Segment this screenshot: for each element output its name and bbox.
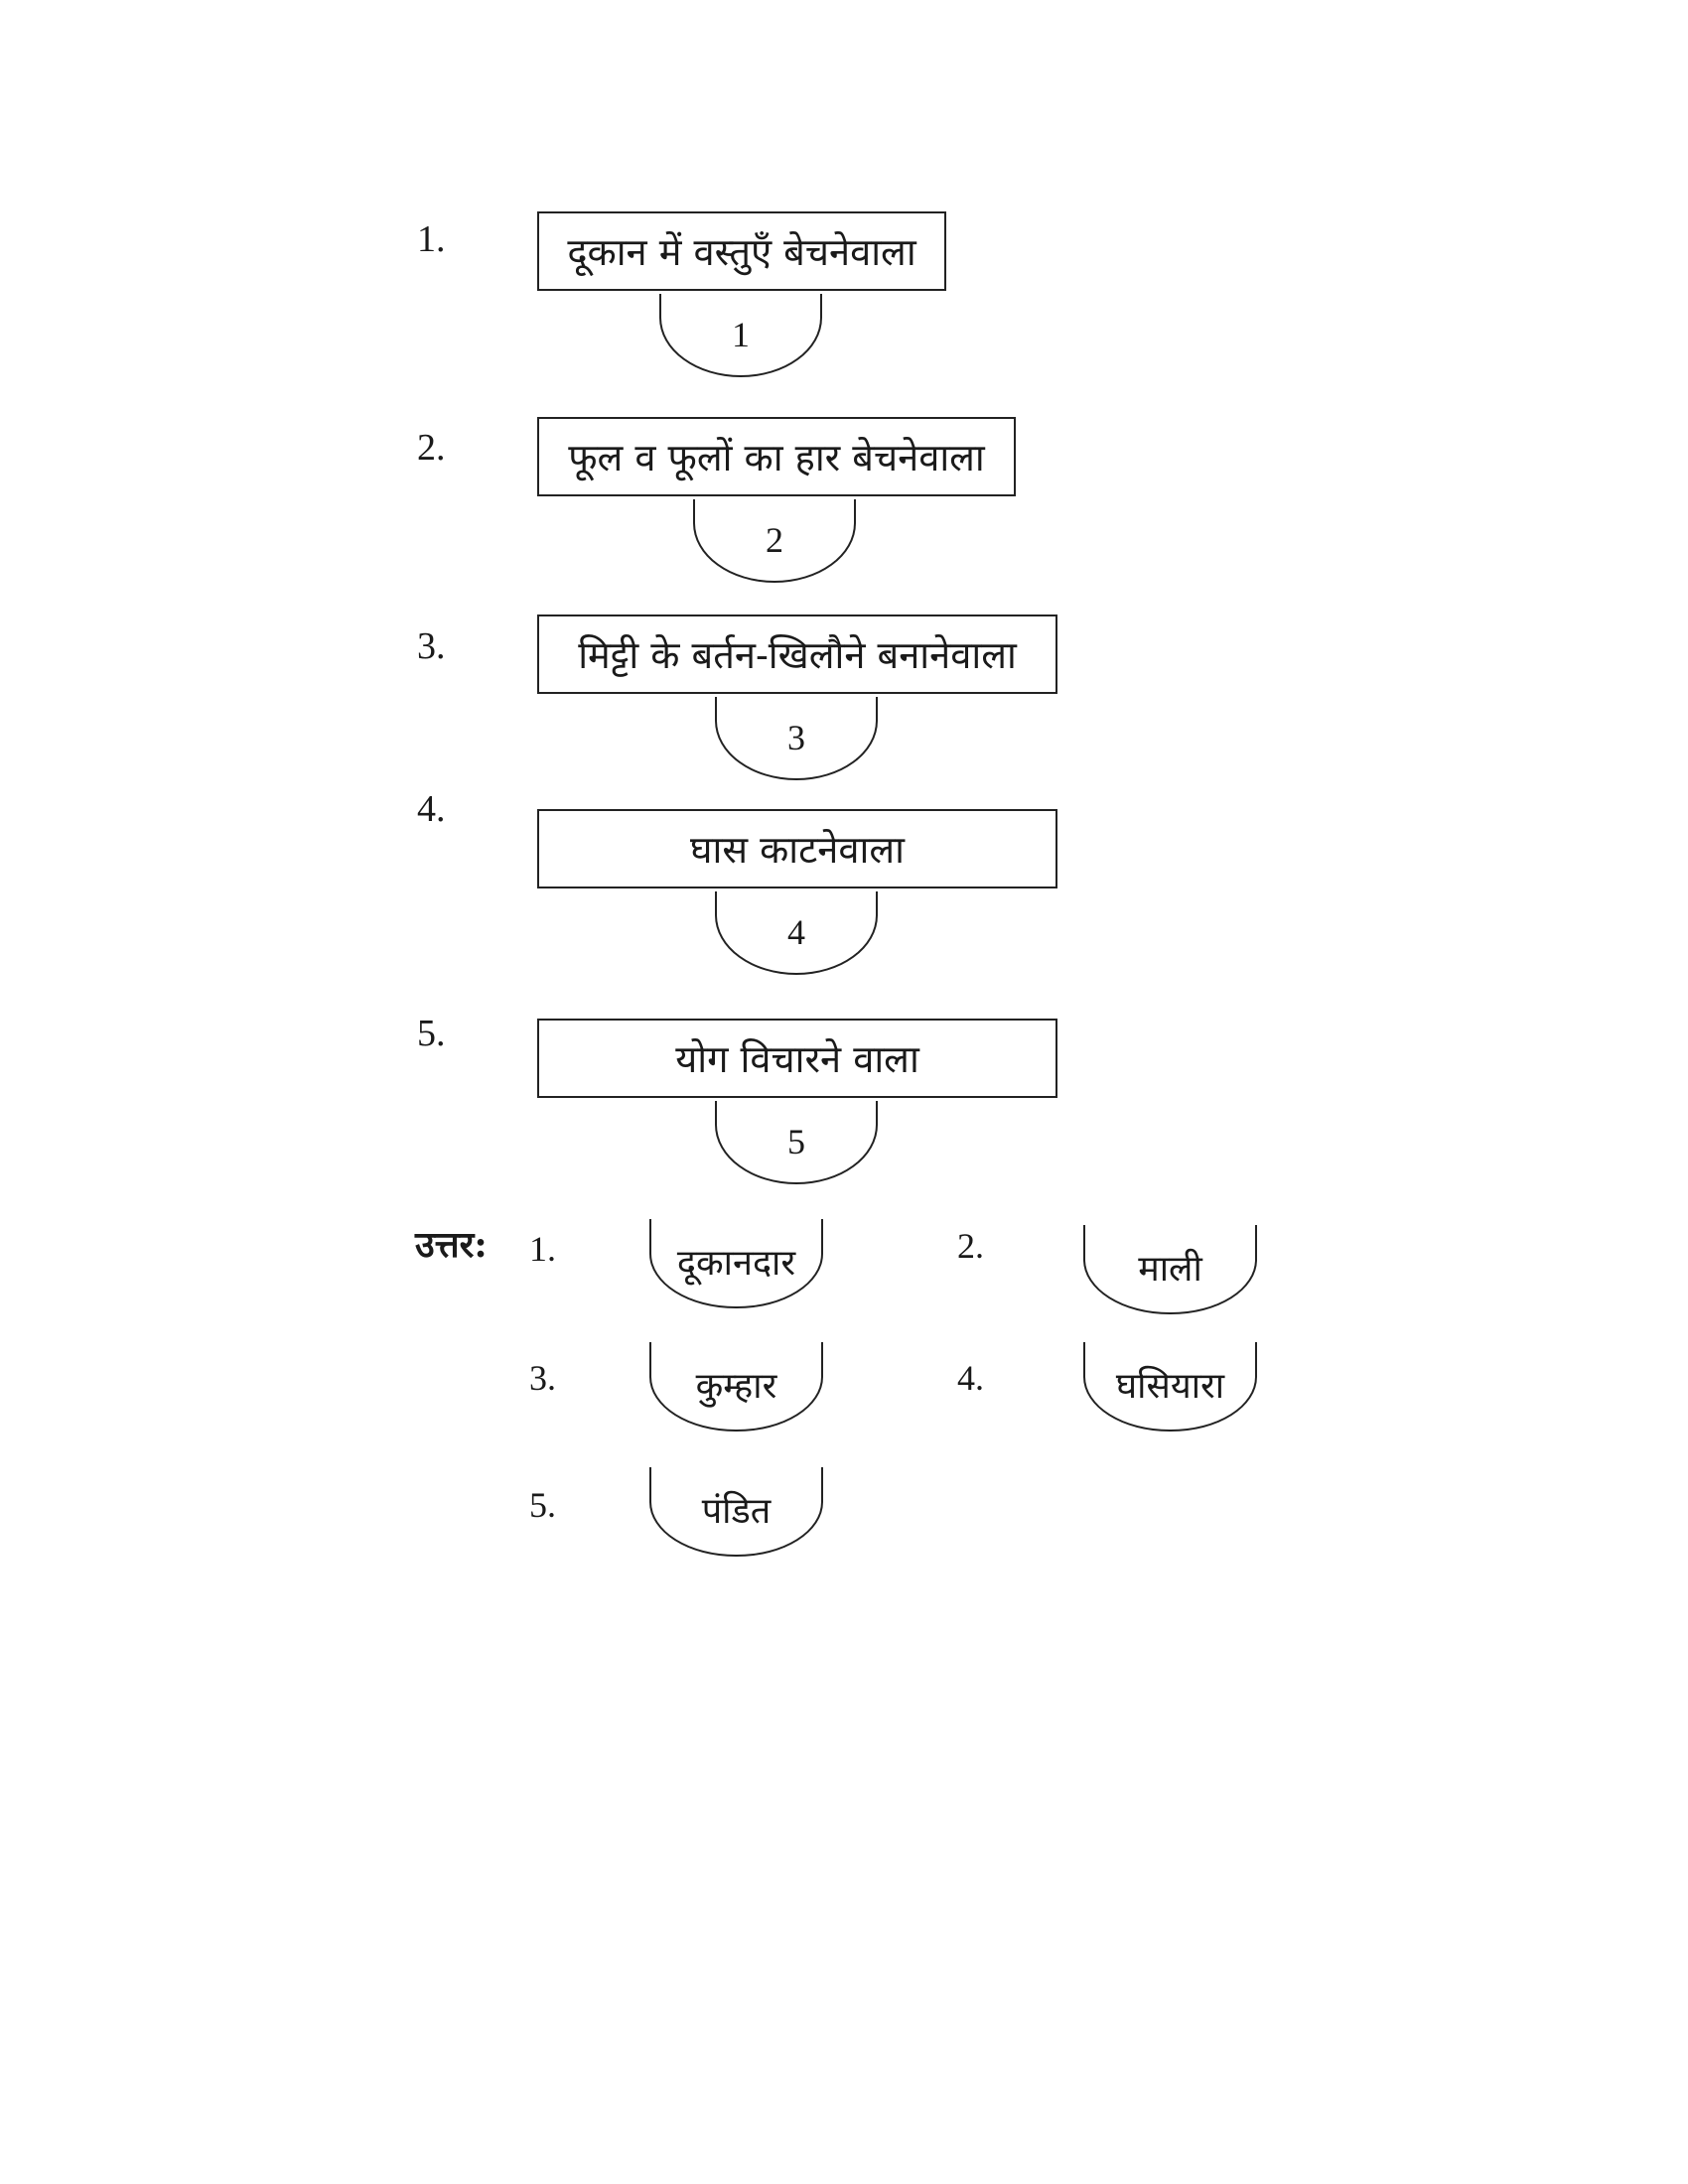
answer-1-cup: दूकानदार <box>649 1219 823 1308</box>
answer-3-cup: कुम्हार <box>649 1342 823 1432</box>
question-5-number: 5. <box>417 1013 446 1054</box>
question-4-blank[interactable]: 4 <box>715 891 878 975</box>
question-1-box: दूकान में वस्तुएँ बेचनेवाला <box>537 211 946 291</box>
answer-3-number: 3. <box>529 1358 556 1398</box>
answer-5-number: 5. <box>529 1485 556 1525</box>
question-2-blank[interactable]: 2 <box>693 499 856 583</box>
question-5-box: योग विचारने वाला <box>537 1019 1057 1098</box>
question-3-blank[interactable]: 3 <box>715 697 878 780</box>
answer-4-number: 4. <box>957 1358 984 1398</box>
answer-2-number: 2. <box>957 1226 984 1266</box>
question-4-number: 4. <box>417 788 446 830</box>
question-5-blank[interactable]: 5 <box>715 1101 878 1184</box>
answer-2-cup: माली <box>1083 1225 1257 1314</box>
answer-label: उत्तर: <box>415 1224 488 1266</box>
question-2-number: 2. <box>417 427 446 469</box>
answer-5-cup: पंडित <box>649 1467 823 1557</box>
question-1-blank[interactable]: 1 <box>659 294 822 377</box>
answer-4-cup: घसियारा <box>1083 1342 1257 1432</box>
question-3-box: मिट्टी के बर्तन-खिलौने बनानेवाला <box>537 614 1057 694</box>
question-2-box: फूल व फूलों का हार बेचनेवाला <box>537 417 1016 496</box>
answer-1-number: 1. <box>529 1229 556 1269</box>
question-4-box: घास काटनेवाला <box>537 809 1057 888</box>
question-1-number: 1. <box>417 218 446 260</box>
question-3-number: 3. <box>417 625 446 667</box>
